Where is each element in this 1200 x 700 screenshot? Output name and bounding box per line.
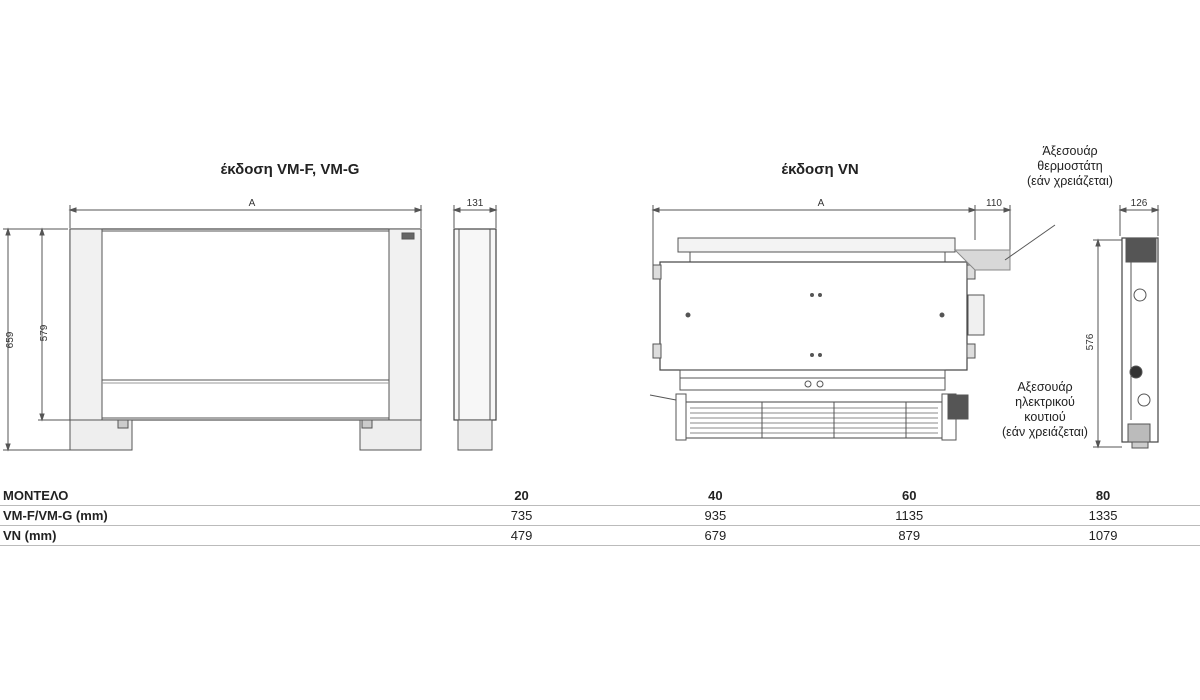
table-cell: 735 [424, 505, 619, 526]
dim-vmf-width: A [249, 198, 256, 209]
header-cell: 20 [424, 486, 619, 506]
note-line: (εάν χρειάζεται) [1002, 425, 1088, 439]
technical-drawing: A 131 659 579 A 110 126 576 [3, 198, 1160, 452]
header-cell: ΜΟΝΤΕΛΟ [0, 486, 425, 506]
table-cell: 1079 [1006, 525, 1200, 546]
note-line: (εάν χρειάζεται) [1027, 174, 1113, 188]
table-row: VM-F/VM-G (mm) 735 935 1135 1335 [0, 505, 1200, 526]
header-cell: 60 [812, 486, 1007, 506]
table-cell: 879 [812, 525, 1007, 546]
title-vn-version: έκδοση VN [781, 161, 859, 178]
dim-vn-extra: 110 [986, 198, 1002, 209]
note-line: θερμοστάτη [1037, 159, 1103, 173]
dim-vn-depth: 126 [1131, 198, 1148, 209]
table-row: VN (mm) 479 679 879 1079 [0, 525, 1200, 546]
header-cell: 80 [1006, 486, 1200, 506]
vn-front-view [649, 205, 1056, 441]
note-line: κουτιού [1024, 410, 1066, 424]
title-vmf-version: έκδοση VM-F, VM-G [220, 161, 360, 178]
row-label: VM-F/VM-G (mm) [0, 505, 425, 526]
note-line: Αξεσουάρ [1017, 380, 1073, 394]
note-line: Άξεσουάρ [1042, 144, 1098, 158]
table-header-row: ΜΟΝΤΕΛΟ 20 40 60 80 [0, 486, 1200, 506]
note-thermostat-accessory: Άξεσουάρ θερμοστάτη (εάν χρειάζεται) [1000, 144, 1140, 189]
vmf-side-view [452, 205, 498, 451]
header-cell: 40 [618, 486, 813, 506]
dim-vmf-depth: 131 [467, 198, 484, 209]
table-cell: 1135 [812, 505, 1007, 526]
dim-vmf-height-total: 659 [5, 331, 16, 348]
model-dimensions-table: ΜΟΝΤΕΛΟ 20 40 60 80 VM-F/VM-G (mm) 735 9… [0, 486, 1200, 546]
dim-vn-height: 576 [1085, 333, 1096, 350]
table-cell: 935 [618, 505, 813, 526]
row-label: VN (mm) [0, 525, 425, 546]
note-line: ηλεκτρικού [1015, 395, 1075, 409]
table-cell: 1335 [1006, 505, 1200, 526]
note-electric-box-accessory: Αξεσουάρ ηλεκτρικού κουτιού (εάν χρειάζε… [975, 380, 1115, 440]
table-cell: 479 [424, 525, 619, 546]
vmf-front-view [3, 205, 423, 452]
dim-vmf-height-body: 579 [39, 324, 50, 341]
table-cell: 679 [618, 525, 813, 546]
dim-vn-width: A [818, 198, 825, 209]
vn-side-view [1093, 205, 1160, 449]
